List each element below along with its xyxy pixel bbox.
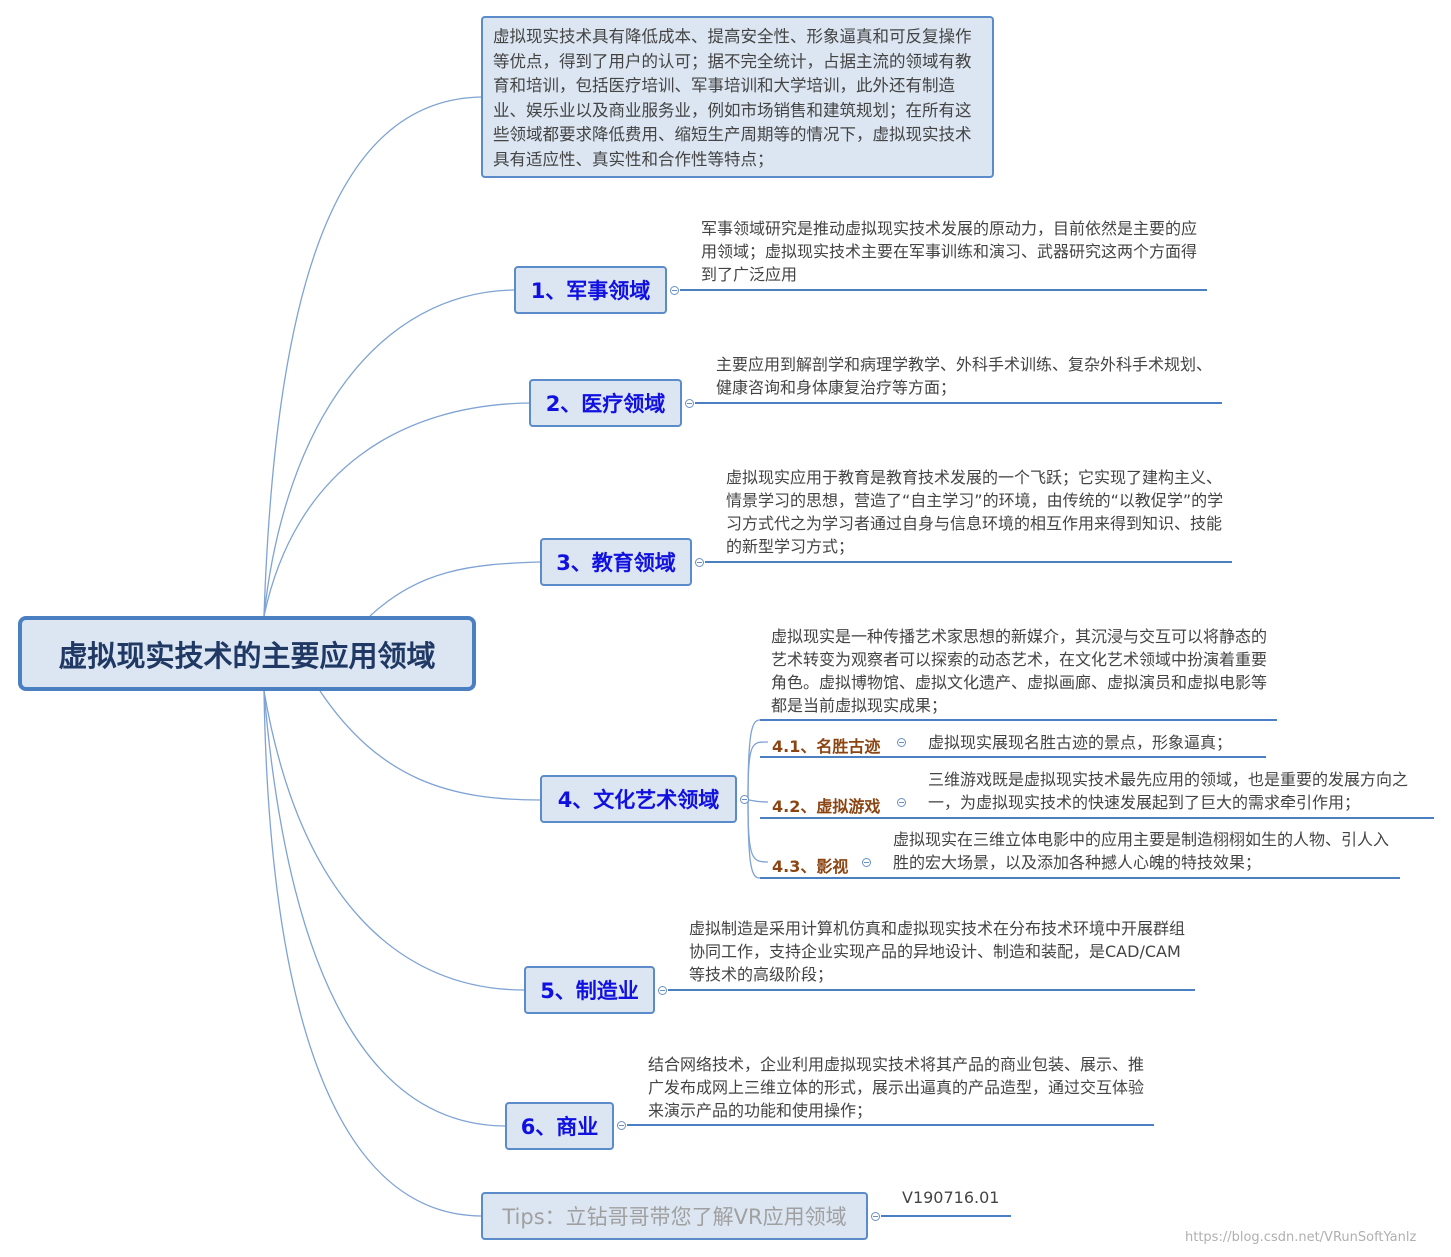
note-virtual-games[interactable]: 三维游戏既是虚拟现实技术最先应用的领域，也是重要的发展方向之一，为虚拟现实技术的… [928,770,1409,812]
edge-tips [263,690,482,1217]
edge-branch-2 [263,402,530,617]
root-node[interactable]: 虚拟现实技术的主要应用领域 [18,616,476,691]
collapse-toggle-icon[interactable] [670,286,679,295]
collapse-toggle-icon[interactable] [658,986,667,995]
note-manufacturing[interactable]: 虚拟制造是采用计算机仿真和虚拟现实技术在分布技术环境中开展群组协同工作，支持企业… [689,919,1186,984]
version-note[interactable]: V190716.01 [902,1188,1000,1207]
collapse-toggle-icon[interactable] [862,858,871,867]
note-film[interactable]: 虚拟现实在三维立体电影中的应用主要是制造栩栩如生的人物、引人入胜的宏大场景，以及… [893,830,1390,872]
branch-commerce[interactable]: 6、商业 [505,1102,614,1150]
overview-note[interactable]: 虚拟现实技术具有降低成本、提高安全性、形象逼真和可反复操作等优点，得到了用户的认… [481,16,994,178]
branch-medical[interactable]: 2、医疗领域 [529,379,682,427]
underline-medical [695,402,1222,404]
edge-overview [263,96,482,617]
collapse-toggle-icon[interactable] [685,399,694,408]
collapse-toggle-icon[interactable] [695,558,704,567]
underline-tips [881,1215,1011,1217]
collapse-toggle-icon[interactable] [871,1212,880,1221]
edge-branch-4 [319,690,541,801]
underline-military [680,289,1207,291]
tips-node[interactable]: Tips：立钻哥哥带您了解VR应用领域 [481,1192,868,1240]
collapse-toggle-icon[interactable] [897,798,906,807]
edge-branch-1 [263,289,515,617]
edge-sub-4-3 [747,799,769,863]
note-commerce[interactable]: 结合网络技术，企业利用虚拟现实技术将其产品的商业包装、展示、推广发布成网上三维立… [648,1055,1145,1120]
edge-branch-5 [263,690,525,991]
collapse-toggle-icon[interactable] [897,738,906,747]
underline-education [705,561,1232,563]
underline-commerce [627,1124,1154,1126]
edge-sub-4-4 [747,719,761,801]
collapse-toggle-icon[interactable] [617,1121,626,1130]
underline-manufacturing [668,989,1195,991]
branch-military[interactable]: 1、军事领域 [514,266,667,314]
note-culture-art[interactable]: 虚拟现实是一种传播艺术家思想的新媒介，其沉浸与交互可以将静态的艺术转变为观察者可… [771,627,1268,715]
edge-branch-6 [263,690,506,1127]
underline-culture-art [760,719,1277,721]
note-medical[interactable]: 主要应用到解剖学和病理学教学、外科手术训练、复杂外科手术规划、健康咨询和身体康复… [716,355,1213,397]
edge-sub-4-1 [747,741,769,801]
note-education[interactable]: 虚拟现实应用于教育是教育技术发展的一个飞跃；它实现了建构主义、情景学习的思想，营… [726,468,1224,556]
edge-sub-4-5 [747,799,761,879]
sub-branch-film[interactable]: 4.3、影视 [772,857,849,876]
sub-branch-virtual-games[interactable]: 4.2、虚拟游戏 [772,797,881,816]
collapse-toggle-icon[interactable] [740,795,749,804]
edge-sub-4-2 [747,799,769,803]
branch-manufacturing[interactable]: 5、制造业 [524,966,655,1014]
note-military[interactable]: 军事领域研究是推动虚拟现实技术发展的原动力，目前依然是主要的应用领域；虚拟现实技… [701,219,1198,284]
branch-education[interactable]: 3、教育领域 [540,538,692,586]
branch-culture-art[interactable]: 4、文化艺术领域 [540,775,737,823]
watermark: https://blog.csdn.net/VRunSoftYanlz [1185,1230,1417,1245]
sub-branch-scenic-spots[interactable]: 4.1、名胜古迹 [772,737,881,756]
note-scenic-spots[interactable]: 虚拟现实展现名胜古迹的景点，形象逼真； [928,733,1233,752]
edge-branch-3 [369,561,541,617]
